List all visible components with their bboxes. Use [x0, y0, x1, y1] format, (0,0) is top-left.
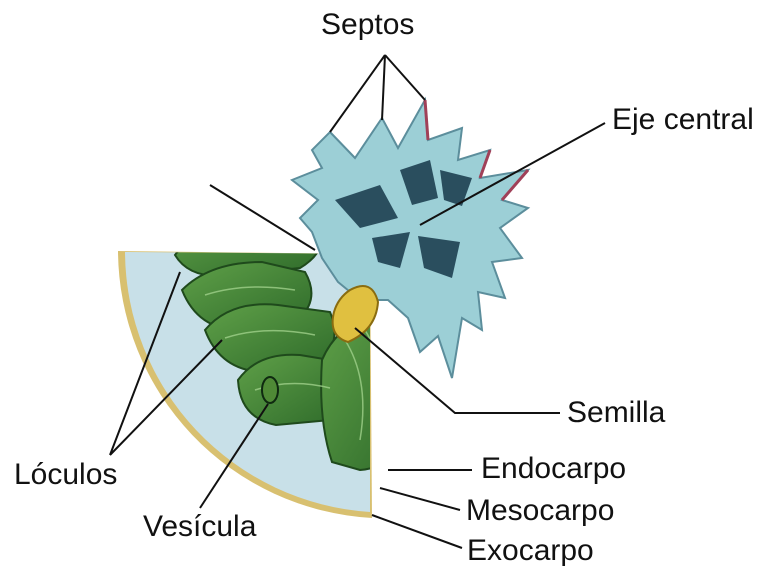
- exocarpo-leader: [372, 515, 462, 548]
- semilla-label: Semilla: [567, 396, 665, 430]
- loculos-label: Lóculos: [14, 458, 117, 492]
- exocarpo-label: Exocarpo: [467, 534, 594, 568]
- vesicle-shape: [262, 377, 278, 403]
- mesocarpo-leader: [380, 488, 460, 510]
- septos-label: Septos: [321, 8, 414, 42]
- eje-central-label: Eje central: [612, 103, 754, 137]
- vesicula-label: Vesícula: [143, 510, 256, 544]
- septos-leader: [330, 55, 425, 132]
- mesocarpo-label: Mesocarpo: [466, 494, 614, 528]
- endocarpo-label: Endocarpo: [481, 452, 626, 486]
